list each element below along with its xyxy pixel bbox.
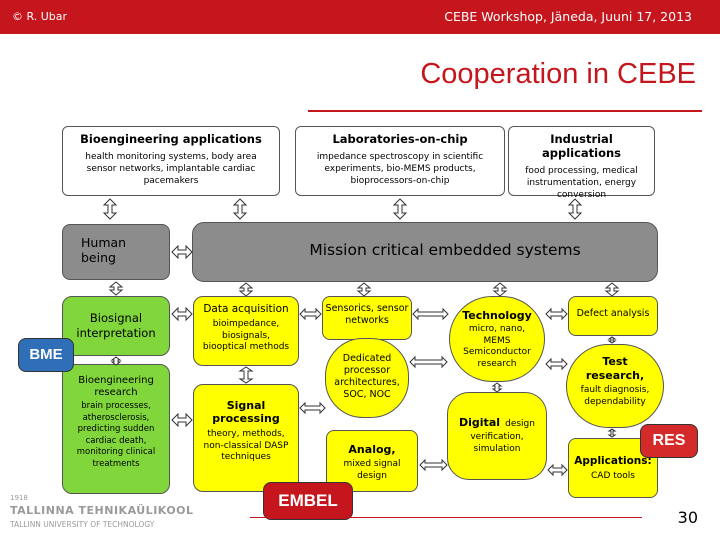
- dedicated-label: Dedicated processor architectures, SOC, …: [334, 353, 400, 400]
- box-body: fault diagnosis, dependability: [580, 385, 650, 407]
- box-title: Laboratories-on-chip: [332, 132, 468, 146]
- arrow-icon: [547, 463, 568, 477]
- arrow-icon: [356, 282, 372, 297]
- arrow-icon: [299, 307, 322, 321]
- bme-badge: BME: [18, 338, 74, 372]
- box-body: brain processes, atherosclerosis, predic…: [76, 401, 156, 469]
- university-logo-graphic: 1918 TALLINNA TEHNIKAÜLIKOOL TALLINN UNI…: [9, 494, 194, 529]
- page-number: 30: [677, 508, 698, 527]
- slide-title: Cooperation in CEBE: [420, 58, 696, 90]
- header-bar: © R. Ubar CEBE Workshop, Jäneda, Juuni 1…: [0, 0, 720, 34]
- box-title-suffix: design: [505, 419, 535, 429]
- laboratories-on-chip-box: Laboratories-on-chip impedance spectrosc…: [295, 126, 505, 196]
- arrow-icon: [232, 198, 248, 220]
- arrow-icon: [108, 281, 124, 296]
- event-text: CEBE Workshop, Jäneda, Juuni 17, 2013: [444, 9, 692, 24]
- box-body: impedance spectroscopy in scientific exp…: [316, 152, 484, 186]
- bioengineering-applications-box: Bioengineering applications health monit…: [62, 126, 280, 196]
- arrow-icon: [607, 336, 617, 344]
- box-title: Data acquisition: [203, 303, 289, 315]
- data-acquisition-box: Data acquisition bioimpedance, biosignal…: [193, 296, 299, 366]
- human-being-box: Human being: [62, 224, 170, 280]
- dedicated-processor-box: Dedicated processor architectures, SOC, …: [325, 338, 409, 418]
- arrow-icon: [102, 198, 118, 220]
- box-body: mixed signal design: [343, 459, 401, 481]
- industrial-applications-box: Industrial applications food processing,…: [508, 126, 655, 200]
- footer-line: [250, 517, 642, 518]
- university-logo: 1918 TALLINNA TEHNIKAÜLIKOOL TALLINN UNI…: [8, 490, 248, 532]
- analog-box: Analog, mixed signal design: [326, 430, 418, 492]
- box-body: food processing, medical instrumentation…: [525, 166, 638, 200]
- human-being-label: Human being: [81, 235, 127, 265]
- svg-text:1918: 1918: [10, 494, 28, 502]
- arrow-icon: [299, 401, 326, 415]
- biosignal-label: Biosignal interpretation: [76, 311, 156, 340]
- arrow-icon: [567, 198, 583, 220]
- arrow-icon: [492, 282, 508, 297]
- embel-badge: EMBEL: [263, 482, 353, 520]
- test-research-box: Test research, fault diagnosis, dependab…: [566, 344, 664, 428]
- arrow-icon: [171, 244, 193, 260]
- box-title: Analog,: [348, 443, 396, 456]
- mission-critical-box: Mission critical embedded systems: [192, 222, 658, 282]
- box-title: Bioengineering research: [78, 375, 154, 398]
- arrow-icon: [412, 307, 449, 321]
- arrow-icon: [171, 412, 193, 428]
- technology-box: Technology micro, nano, MEMS Semiconduct…: [449, 296, 545, 382]
- box-title: Signal processing: [212, 399, 280, 425]
- mission-label: Mission critical embedded systems: [309, 241, 581, 259]
- arrow-icon: [238, 366, 254, 384]
- arrow-icon: [545, 357, 568, 371]
- box-title: Bioengineering applications: [80, 132, 262, 146]
- applications-box: Applications: CAD tools: [568, 438, 658, 498]
- arrow-icon: [604, 282, 620, 297]
- box-body: verification, simulation: [470, 432, 524, 454]
- arrow-icon: [419, 458, 448, 472]
- sensorics-label: Sensorics, sensor networks: [325, 303, 409, 326]
- title-underline: [308, 110, 702, 112]
- box-title: Digital: [459, 416, 501, 429]
- box-title: Test research,: [585, 355, 645, 382]
- arrow-icon: [110, 356, 122, 366]
- signal-processing-box: Signal processing theory, methods, non-c…: [193, 384, 299, 492]
- box-title: Industrial applications: [541, 132, 622, 160]
- box-body: bioimpedance, biosignals, biooptical met…: [202, 319, 290, 352]
- arrow-icon: [171, 306, 193, 322]
- arrow-icon: [409, 355, 448, 369]
- arrow-icon: [491, 382, 503, 393]
- biosignal-box: Biosignal interpretation: [62, 296, 170, 356]
- defect-analysis-box: Defect analysis: [568, 296, 658, 336]
- bioengineering-research-box: Bioengineering research brain processes,…: [62, 364, 170, 494]
- arrow-icon: [607, 428, 617, 438]
- digital-design-box: Digital design verification, simulation: [447, 392, 547, 480]
- sensorics-box: Sensorics, sensor networks: [322, 296, 412, 340]
- box-body: CAD tools: [591, 471, 635, 481]
- box-body: micro, nano, MEMS Semiconductor research: [463, 324, 531, 369]
- res-badge: RES: [640, 424, 698, 458]
- arrow-icon: [238, 282, 254, 297]
- arrow-icon: [392, 198, 408, 220]
- box-title: Applications:: [574, 455, 652, 467]
- copyright-text: © R. Ubar: [12, 10, 68, 23]
- box-body: health monitoring systems, body area sen…: [85, 152, 257, 186]
- box-title: Technology: [462, 309, 532, 322]
- box-body: theory, methods, non-classical DASP tech…: [203, 429, 289, 462]
- arrow-icon: [545, 307, 568, 321]
- defect-label: Defect analysis: [576, 308, 650, 319]
- svg-text:TALLINN UNIVERSITY OF TECHNOLO: TALLINN UNIVERSITY OF TECHNOLOGY: [9, 520, 155, 529]
- svg-text:TALLINNA TEHNIKAÜLIKOOL: TALLINNA TEHNIKAÜLIKOOL: [10, 503, 194, 517]
